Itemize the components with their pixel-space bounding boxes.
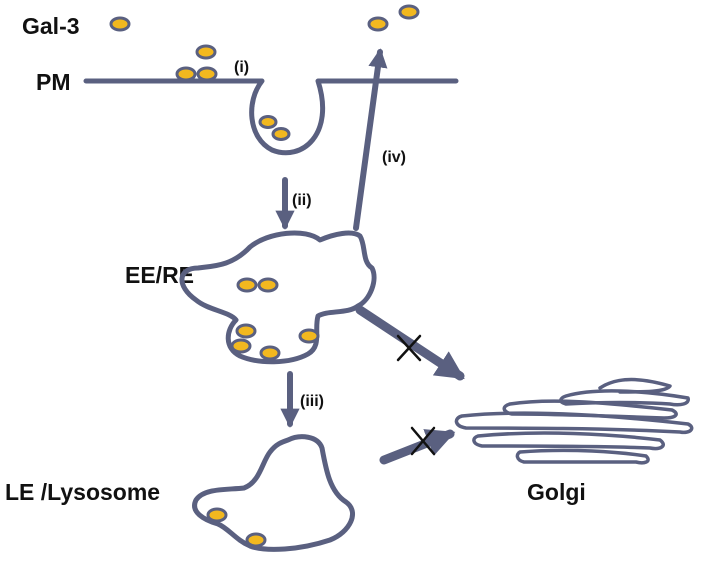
gal3-particle (245, 532, 267, 548)
gal3-particle (206, 507, 228, 523)
gal3-particle-legend (109, 16, 131, 32)
early-recycling-endosome (179, 230, 377, 365)
blocked-le-golgi-mark (410, 426, 436, 456)
gal3-particle (235, 323, 257, 339)
gal3-particle (258, 115, 278, 129)
gal3-particle (236, 277, 258, 293)
step-i-label: (i) (234, 59, 249, 76)
blocked-ee-golgi-mark (396, 334, 422, 362)
gal3-particle (257, 277, 279, 293)
gal3-particle (195, 44, 217, 60)
gal3-particle (259, 345, 281, 361)
gal3-particle (196, 66, 218, 82)
golgi-apparatus (454, 377, 694, 465)
late-endosome-lysosome (192, 434, 355, 552)
gal3-particle (230, 338, 252, 354)
golgi-label: Golgi (527, 479, 586, 505)
gal3-particle (175, 66, 197, 82)
recycling-arrow (353, 48, 388, 231)
step-iv-label: (iv) (382, 149, 406, 166)
pm-label: PM (36, 69, 71, 95)
plasma-membrane (83, 78, 459, 156)
step-ii-label: (ii) (292, 192, 312, 209)
gal3-particle (398, 4, 420, 20)
gal3-particle (271, 127, 291, 141)
le-lysosome-label: LE /Lysosome (5, 479, 160, 505)
gal3-label: Gal-3 (22, 13, 80, 39)
gal3-particle (298, 328, 320, 344)
step-iii-label: (iii) (300, 393, 324, 410)
gal3-particle (367, 16, 389, 32)
ee-to-golgi-arrow (355, 305, 465, 381)
